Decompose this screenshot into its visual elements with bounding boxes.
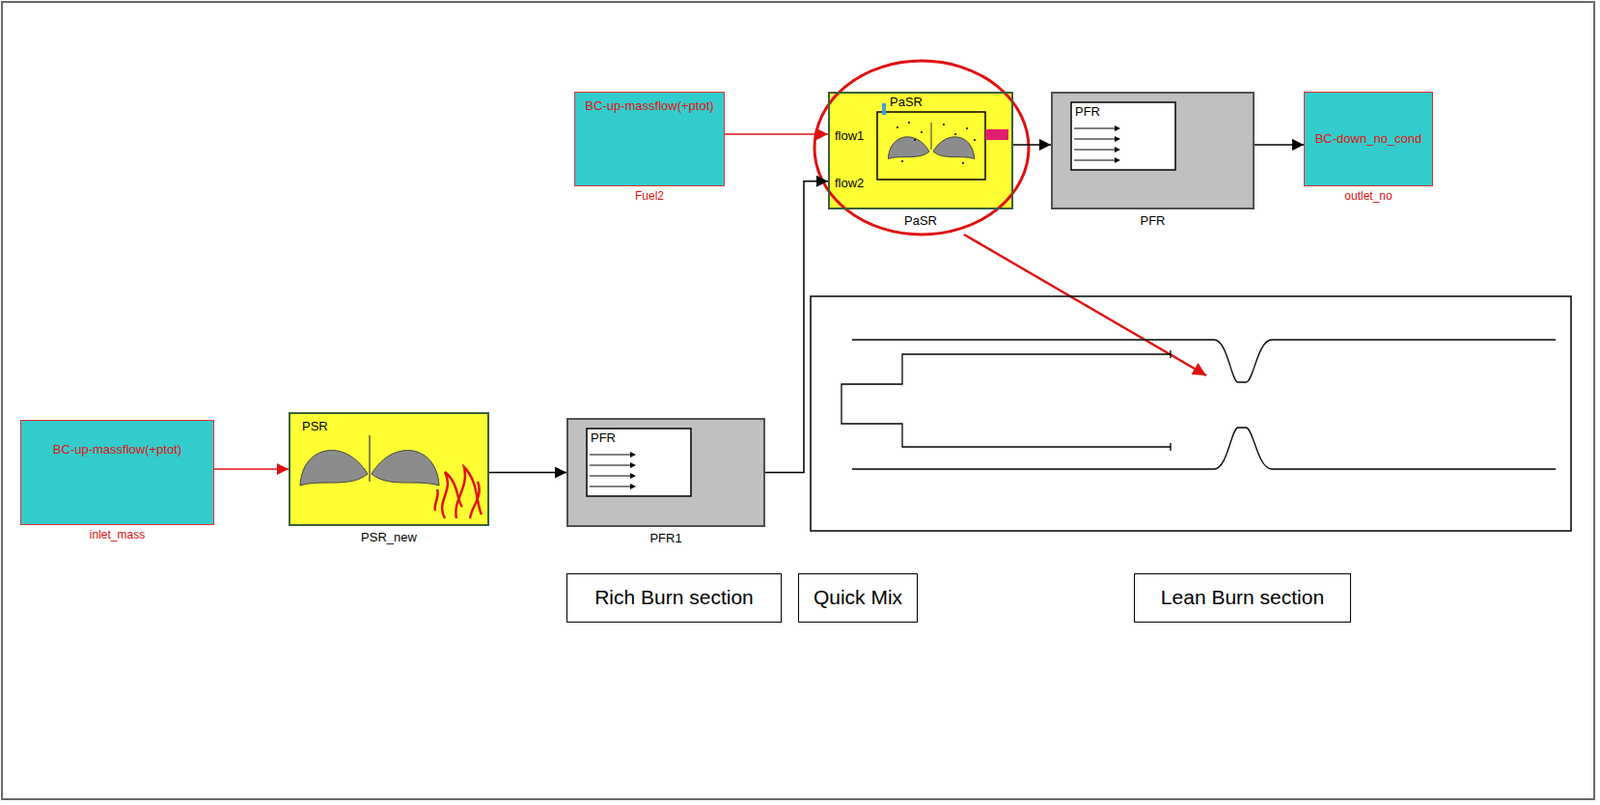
node-caption: PaSR — [904, 214, 938, 229]
node-label: PFR — [1075, 105, 1101, 120]
node-caption: outlet_no — [1344, 190, 1392, 204]
boundary-condition-box: BC-up-massflow(+ptot)inlet_mass — [20, 419, 215, 525]
plug-flow-reactor-box: PFRPFR1 — [566, 417, 766, 527]
node-caption: PFR1 — [649, 531, 682, 547]
node-caption: PSR_new — [360, 530, 417, 546]
node-label: PFR — [590, 431, 616, 446]
node-label: BC-up-massflow(+ptot) — [53, 442, 182, 458]
node-label: flow2 — [834, 176, 864, 192]
node-label: Lean Burn section — [1160, 585, 1325, 609]
node-label: flow1 — [834, 129, 864, 144]
boundary-condition-box: BC-up-massflow(+ptot)Fuel2 — [574, 91, 725, 187]
highlight-ellipse — [814, 60, 1029, 235]
flow-connector — [1254, 143, 1304, 146]
node-caption: inlet_mass — [89, 528, 145, 543]
reactor-box: PSRPSR_new — [288, 412, 490, 526]
boundary-condition-box: BC-down_no_condoutlet_no — [1303, 91, 1434, 187]
node-label: BC-up-massflow(+ptot) — [584, 99, 714, 114]
flow-connector — [214, 468, 289, 470]
node-label: PSR — [302, 419, 329, 435]
pasr-icon — [829, 93, 1012, 208]
flow-connector — [724, 133, 828, 136]
plug-flow-reactor-box: PFRPFR — [1050, 91, 1255, 210]
flow-connector — [765, 181, 828, 473]
node-label: PaSR — [889, 95, 923, 111]
section-label-box: Quick Mix — [798, 573, 918, 623]
node-caption: Fuel2 — [634, 190, 664, 204]
node-label: Quick Mix — [813, 585, 903, 609]
node-label: Rich Burn section — [594, 585, 754, 609]
flow-connector — [1013, 143, 1051, 146]
section-label-box: Rich Burn section — [566, 573, 782, 623]
section-label-box: Lean Burn section — [1133, 573, 1352, 623]
inset-frame — [810, 296, 1572, 531]
combustor-sketch — [841, 339, 1556, 469]
flow-connector — [489, 471, 567, 474]
node-label: BC-down_no_cond — [1315, 132, 1423, 147]
reactor-box: flow1flow2PaSRPaSR — [827, 91, 1014, 210]
node-caption: PFR — [1140, 214, 1166, 229]
